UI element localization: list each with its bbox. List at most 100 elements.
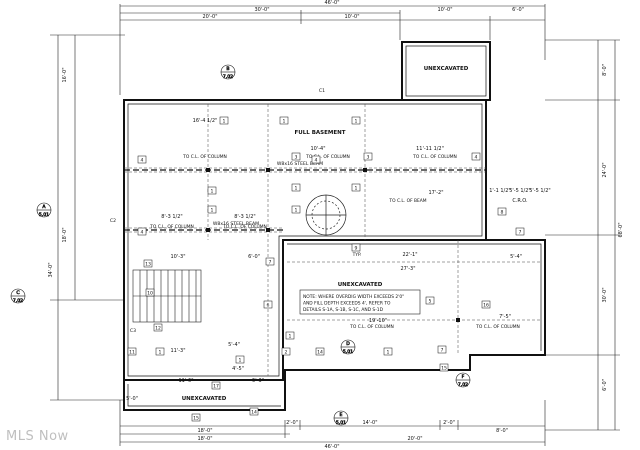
section-marker-bottom: 7.02 [458, 382, 468, 388]
keynote-tag: 4 [311, 155, 321, 164]
section-marker-b: B 7.02 [220, 64, 236, 80]
keynote-tag: 3 [291, 152, 301, 161]
keynote-tag: 1 [351, 116, 361, 125]
dim-bottom-a: 18'-0" [197, 428, 212, 434]
interior-dim: 5'-0" [126, 396, 138, 402]
keynote-tag-number: 16 [483, 303, 489, 309]
keynote-tag-number: 1 [283, 119, 286, 125]
section-marker-bottom: 7.02 [223, 74, 233, 80]
interior-dim: 5'-5 1/2" [509, 188, 530, 194]
interior-dim: 11'-3" [170, 348, 185, 354]
section-marker-top: D [346, 341, 350, 347]
centerline-note: TO C.L. OF BEAM [388, 198, 426, 204]
section-marker-top: A [42, 204, 46, 210]
round-feature [305, 194, 347, 236]
keynote-tag-number: 1 [159, 350, 162, 356]
dim-left-b: 18'-0" [62, 227, 68, 242]
dim-left-c: 34'-0" [48, 262, 54, 277]
note-line-1: NOTE: WHERE OVERDIG WIDTH EXCEEDS 2'0" [303, 294, 404, 300]
section-marker-d: D 5.01 [340, 339, 356, 355]
room-unexcavated-mid: UNEXCAVATED [338, 282, 383, 288]
keynote-tag: 10 [145, 288, 155, 297]
keynote-tag-number: 1 [211, 189, 214, 195]
interior-dim: 19'-10" [369, 318, 387, 324]
keynote-tag: 1 [219, 116, 229, 125]
keynote-tag-number: 1 [239, 358, 242, 364]
keynote-tag: 1 [291, 205, 301, 214]
keynote-tag: 4 [137, 155, 147, 164]
keynote-tag-number: 4 [141, 158, 144, 164]
dim-left-a: 16'-0" [62, 67, 68, 82]
interior-dim: 10'-4" [310, 146, 325, 152]
keynote-tag-number: 17 [213, 384, 219, 390]
keynote-tag: 1 [351, 183, 361, 192]
keynote-tag-number: 5 [429, 299, 432, 305]
foundation-walls [123, 41, 546, 411]
keynote-tag-number: 15 [441, 366, 447, 372]
keynote-tag-number: 1 [223, 119, 226, 125]
keynote-tag-number: 13 [145, 262, 151, 268]
section-markers: B 7.02 A 5.01 C 7.02 D 5.01 E 5.01 [10, 64, 471, 426]
dim-top-b: 10'-0" [344, 14, 359, 20]
keynote-tag-number: 2 [285, 350, 288, 356]
steel-beam-label-2: W8x16 STEEL BEAM [213, 221, 259, 227]
keynote-tag: 5 [425, 296, 435, 305]
keynote-tag-number: 1 [295, 186, 298, 192]
keynote-tag-number: 1 [289, 334, 292, 340]
centerline-note: TO C.L. OF COLUMN [349, 324, 394, 330]
interior-dim: 5'-4" [228, 342, 240, 348]
keynote-tag: 1 [235, 355, 245, 364]
steel-beam-label-1: W8x16 STEEL BEAM [277, 161, 323, 167]
keynote-tag: 16 [481, 300, 491, 309]
footing-dashed-lines [124, 104, 541, 376]
room-full-basement: FULL BASEMENT [295, 130, 346, 136]
interior-dimensions: 16'-4 1/2" 10'-4" 11'-11 1/2" 17'-2" 1'-… [126, 118, 551, 402]
dim-top-a: 20'-0" [202, 14, 217, 20]
keynote-tag-number: 10 [147, 291, 153, 297]
interior-dim: 11'-6" [178, 378, 193, 384]
inner-wall-lines [127, 45, 542, 407]
interior-dim: 16'-4 1/2" [193, 118, 218, 124]
keynote-tag: 15 [191, 413, 201, 422]
section-marker-f: F 7.02 [455, 372, 471, 388]
centerline-note: TO C.L. OF COLUMN [182, 154, 227, 160]
keynote-tag: 3 [363, 152, 373, 161]
keynote-tag: 14 [249, 407, 259, 416]
section-marker-a: A 5.01 [36, 202, 52, 218]
centerline-notes: TO C.L. OF COLUMN TO C.L. OF COLUMN TO C… [149, 154, 520, 330]
keynote-tag-number: 8 [501, 210, 504, 216]
centerline-note: TO C.L. OF COLUMN [412, 154, 457, 160]
section-marker-bottom: 7.02 [13, 298, 23, 304]
keynote-tag-number: 9 [355, 246, 358, 252]
keynote-tag-number: 1 [211, 208, 214, 214]
keynote-tag-number: 1 [355, 119, 358, 125]
keynote-tag: 1 [155, 347, 165, 356]
section-marker-c: C 7.02 [10, 288, 26, 304]
interior-dim: C.R.O. [512, 198, 528, 204]
interior-dim: 5'-3" [252, 378, 264, 384]
interior-dim: 8'-3 1/2" [161, 214, 182, 220]
dim-top-d: 6'-0" [512, 7, 524, 13]
bottom-dimension-lines [119, 400, 546, 446]
keynote-tag-number: 15 [193, 416, 199, 422]
grid-marker-c3: C3 [130, 328, 136, 334]
section-marker-top: B [226, 66, 229, 72]
dim-bottom-overall: 46'-0" [324, 444, 339, 450]
dim-bottom-e: 8'-0" [496, 428, 508, 434]
keynote-tag-number: 12 [155, 326, 161, 332]
interior-dim: 17'-2" [428, 190, 443, 196]
section-marker-top: E [340, 412, 343, 418]
keynote-tag: 6 [263, 300, 273, 309]
centerline-note: TO C.L. OF COLUMN [149, 224, 194, 230]
keynote-tag: 1 [279, 116, 289, 125]
keynote-tag-number: 1 [355, 186, 358, 192]
room-unexcavated-bottom: UNEXCAVATED [182, 396, 227, 402]
keynote-tag-number: 4 [315, 158, 318, 164]
watermark-text: MLS Now [6, 429, 69, 444]
keynote-tag-number: 14 [317, 350, 323, 356]
keynote-tag: 8 [497, 207, 507, 216]
left-dimension-lines [50, 34, 125, 401]
keynote-tag-number: 3 [295, 155, 298, 161]
keynote-tag: 1 [383, 347, 393, 356]
typ-note: TYP. [352, 252, 362, 258]
